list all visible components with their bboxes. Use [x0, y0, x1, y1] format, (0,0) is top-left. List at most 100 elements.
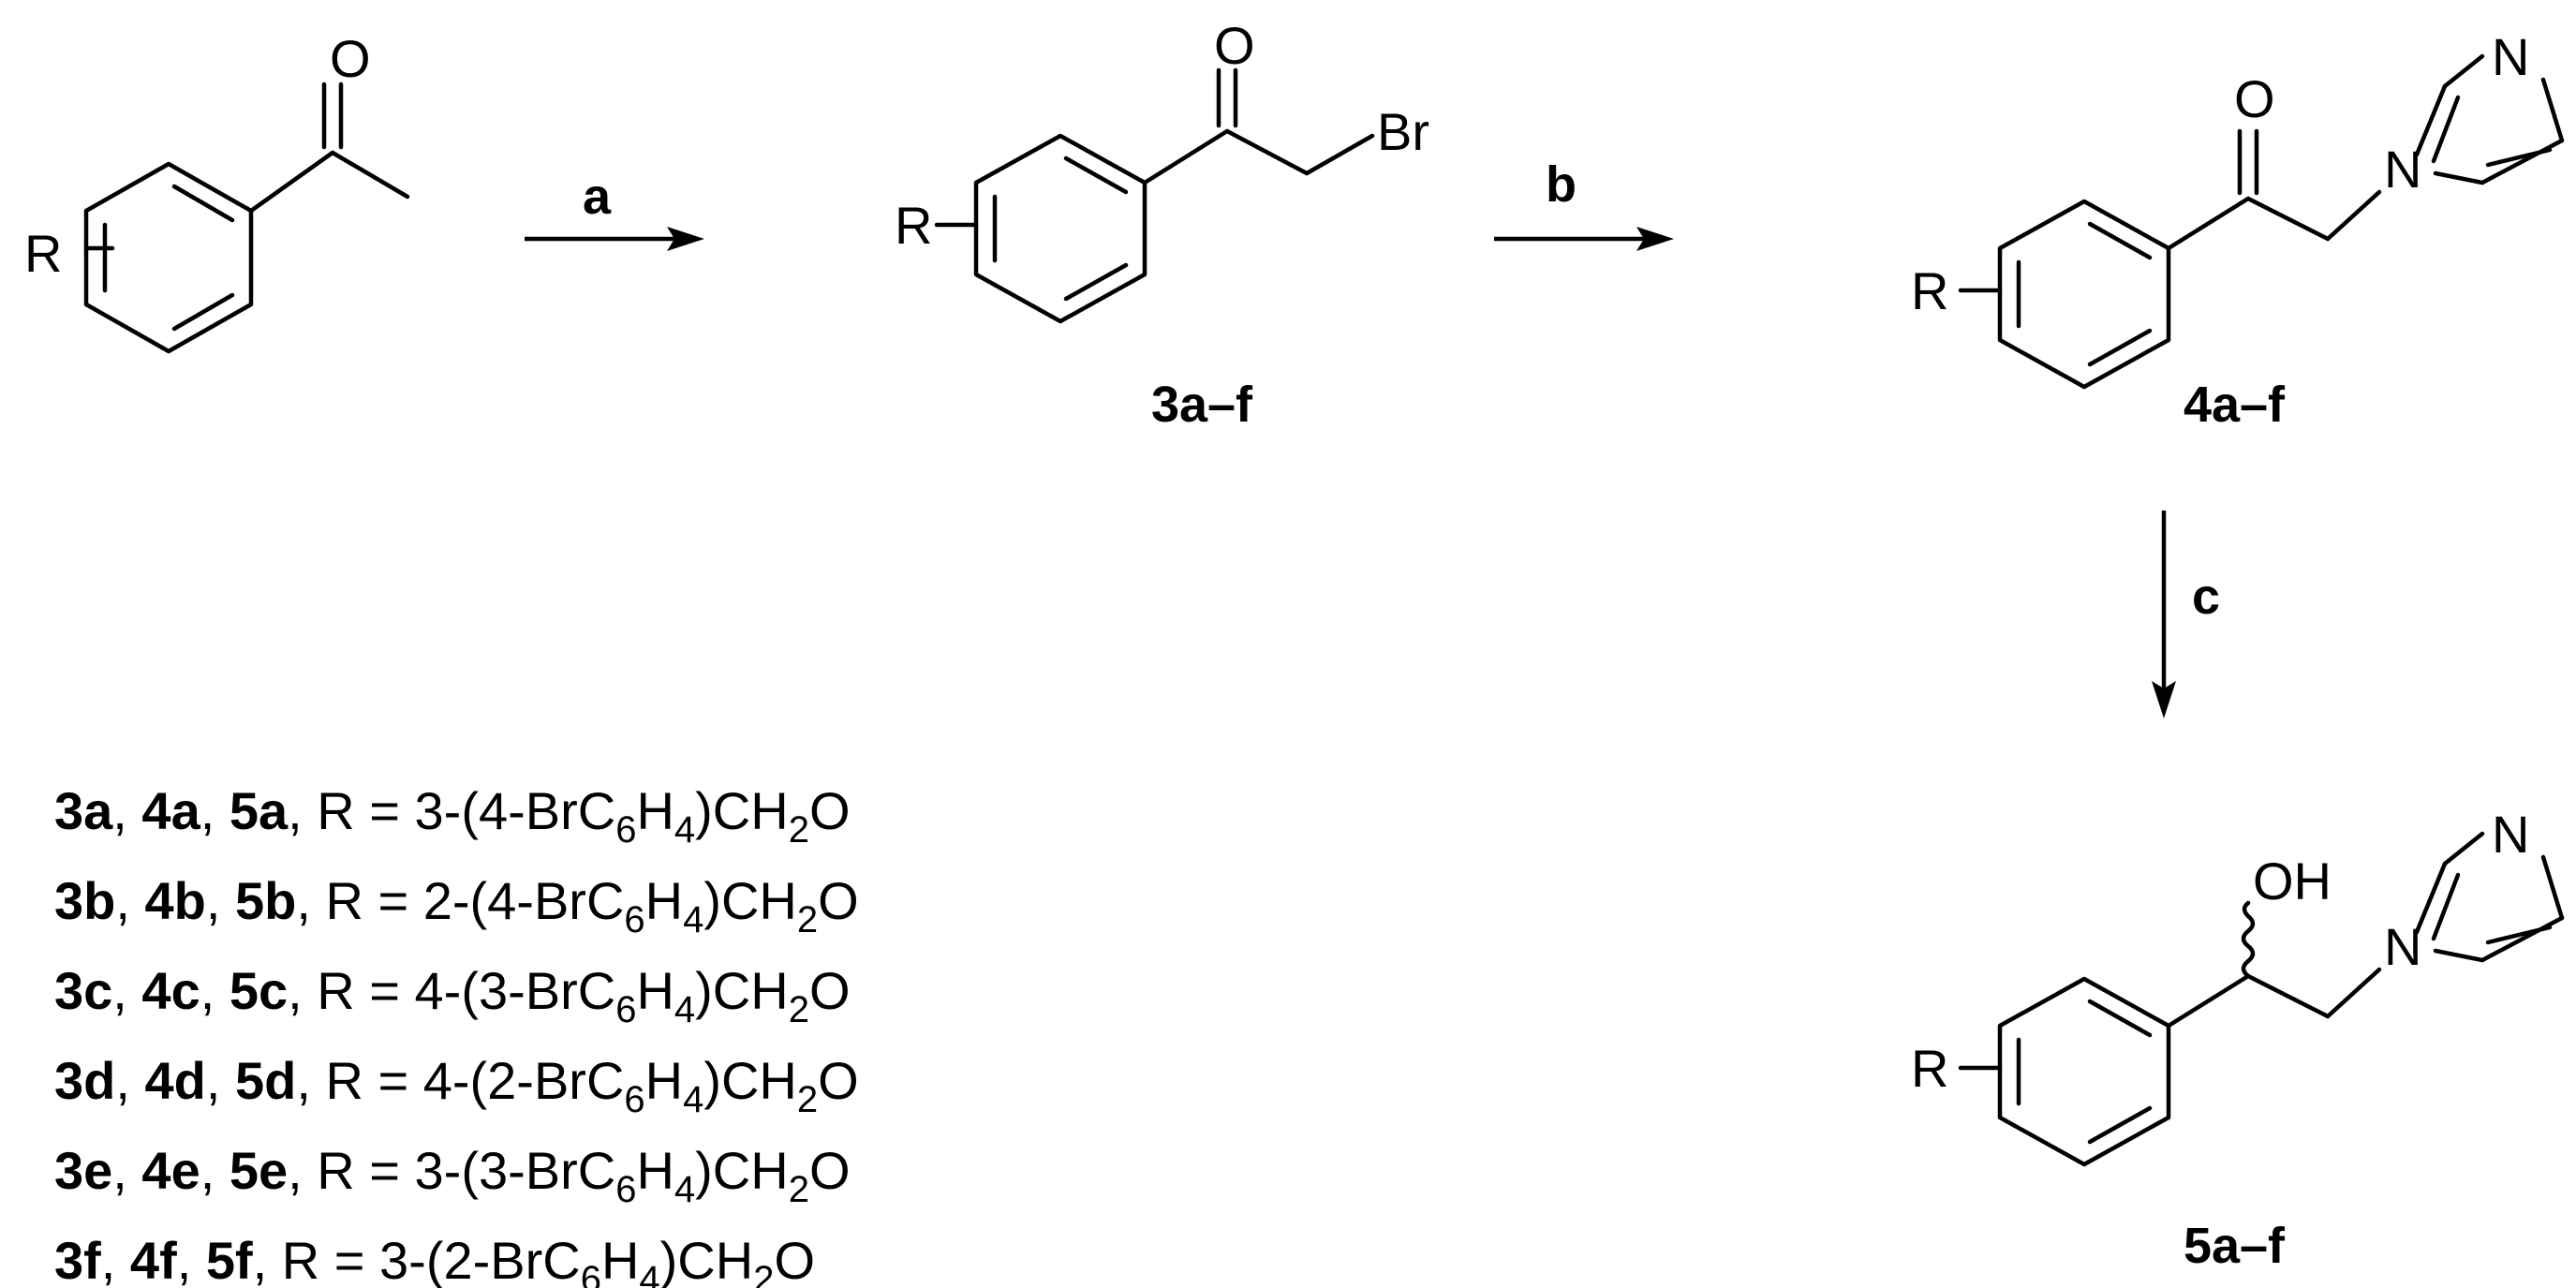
compound-id: 4b [144, 871, 205, 930]
compound-id: 5e [229, 1141, 288, 1200]
legend-line: 3b, 4b, 5b, R = 2-(4-BrC6H4)CH2O [54, 871, 859, 940]
legend-text: 4 [683, 899, 703, 940]
legend-text: )CH [695, 1141, 789, 1200]
atom-O: O [330, 29, 371, 88]
compound-id: 3c [54, 961, 112, 1020]
legend-text: R = 3-(3-BrC [317, 1141, 615, 1200]
legend-text: , [206, 1051, 235, 1110]
compound-label-5: 5a–f [2184, 1218, 2286, 1274]
compound-id: 4a [141, 781, 200, 840]
legend-text: 4 [639, 1259, 659, 1288]
atom-R: R [895, 196, 932, 255]
compound-id: 3d [54, 1051, 115, 1110]
legend-line: 3f, 4f, 5f, R = 3-(2-BrC6H4)CH2O [54, 1231, 815, 1288]
legend-text: O [809, 1141, 851, 1200]
compound-id: 3a [54, 781, 113, 840]
compound-id: 5c [229, 961, 288, 1020]
compound-id: 5a [229, 781, 289, 840]
atom-R: R [1911, 261, 1948, 320]
legend-text: 2 [789, 989, 809, 1030]
atom-R: R [24, 224, 62, 283]
compound-id: 4f [130, 1231, 177, 1288]
legend-text: 4 [683, 1079, 703, 1120]
legend-text: 2 [797, 1079, 818, 1120]
legend-text: , [200, 961, 229, 1020]
legend-text: , [115, 871, 144, 930]
bromoketone-structure: O Br R [895, 16, 1429, 324]
legend-text: 4 [674, 1169, 695, 1210]
compound-id: 3e [54, 1141, 112, 1200]
legend-text: , [288, 961, 317, 1020]
compound-id: 5b [235, 871, 296, 930]
atom-N: N [2492, 27, 2529, 86]
legend-line: 3c, 4c, 5c, R = 4-(3-BrC6H4)CH2O [54, 961, 851, 1030]
legend-text: R = 2-(4-BrC [325, 871, 624, 930]
reagent-b: b [1546, 156, 1577, 213]
imidazolyl-alcohol-structure: OH N N R [1911, 805, 2565, 1167]
legend-text: 2 [789, 1169, 809, 1210]
arrow-a: a [525, 169, 704, 251]
legend-text: O [774, 1231, 815, 1288]
legend-text: )CH [703, 871, 797, 930]
atom-N: N [2384, 917, 2421, 976]
compound-id: 3b [54, 871, 115, 930]
legend-line: 3e, 4e, 5e, R = 3-(3-BrC6H4)CH2O [54, 1141, 851, 1210]
legend-text: 6 [615, 809, 636, 851]
compound-id: 3f [54, 1231, 101, 1288]
legend-text: R = 4-(3-BrC [317, 961, 615, 1020]
arrow-b: b [1494, 156, 1674, 251]
legend-text: , [177, 1231, 206, 1288]
legend-text: , [112, 1141, 141, 1200]
legend-text: )CH [660, 1231, 754, 1288]
legend-text: H [636, 1141, 674, 1200]
legend-text: H [636, 961, 674, 1020]
reagent-a: a [583, 169, 612, 225]
compound-id: 5d [235, 1051, 296, 1110]
legend-text: R = 3-(2-BrC [282, 1231, 581, 1288]
legend-text: 4 [674, 989, 695, 1030]
legend-text: 6 [624, 899, 644, 940]
atom-Br: Br [1377, 102, 1429, 161]
acetophenone-structure: O R [24, 29, 410, 354]
legend-text: 6 [615, 989, 636, 1030]
legend-text: 6 [581, 1259, 601, 1288]
legend-text: , [296, 871, 325, 930]
legend-text: 2 [789, 809, 809, 851]
legend-line: 3d, 4d, 5d, R = 4-(2-BrC6H4)CH2O [54, 1051, 859, 1120]
legend-text: , [112, 781, 141, 840]
legend-text: )CH [703, 1051, 797, 1110]
legend-text: O [818, 871, 859, 930]
arrow-c: c [2152, 511, 2220, 718]
compound-label-4: 4a–f [2184, 377, 2286, 433]
legend-line: 3a, 4a, 5a, R = 3-(4-BrC6H4)CH2O [54, 781, 851, 851]
legend-text: H [601, 1231, 639, 1288]
legend-text: O [809, 781, 851, 840]
legend-text: H [636, 781, 674, 840]
legend-text: 2 [753, 1259, 774, 1288]
legend-text: 6 [624, 1079, 644, 1120]
compound-label-3: 3a–f [1151, 377, 1253, 433]
legend-text: 4 [674, 809, 695, 851]
legend-text: , [296, 1051, 325, 1110]
compound-id: 4c [141, 961, 200, 1020]
compound-id: 4e [141, 1141, 200, 1200]
imidazolyl-ketone-structure: O N N R [1911, 27, 2565, 390]
legend-text: O [809, 961, 851, 1020]
legend-text: )CH [695, 781, 789, 840]
compound-id: 4d [144, 1051, 205, 1110]
legend-text: , [200, 1141, 229, 1200]
legend-text: , [101, 1231, 130, 1288]
legend-text: , [253, 1231, 282, 1288]
atom-O: O [1214, 16, 1255, 75]
atom-N: N [2384, 140, 2421, 199]
legend-text: O [818, 1051, 859, 1110]
reagent-c: c [2192, 569, 2220, 625]
legend-text: R = 4-(2-BrC [325, 1051, 624, 1110]
legend-text: , [115, 1051, 144, 1110]
legend-text: H [645, 1051, 683, 1110]
legend-text: , [112, 961, 141, 1020]
atom-N: N [2492, 805, 2529, 864]
compound-id: 5f [206, 1231, 253, 1288]
